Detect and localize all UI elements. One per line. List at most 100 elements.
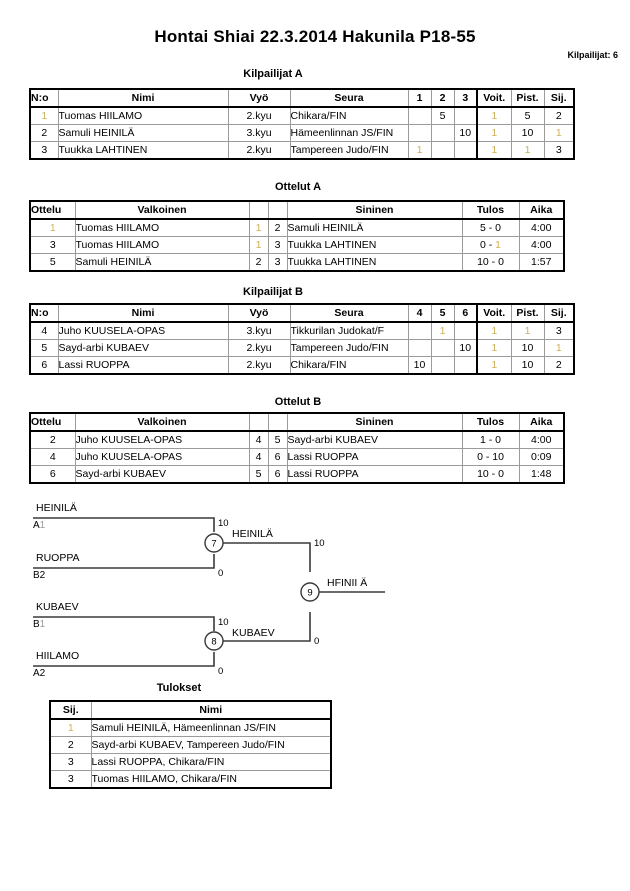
col-rank: Sij. [543,303,575,323]
bracket-bottom-lower-name: HIILAMO [36,650,79,662]
cell-no: 5 [29,339,59,357]
cell-blue-no: 6 [267,465,288,484]
pool-b-table: N:o Nimi Vyö Seura 4 5 6 Voit. Pist. Sij… [29,303,575,375]
cell-result: 1 - 0 [461,430,520,449]
cell-white: Tuomas HIILAMO [74,236,250,254]
cell-blue-no: 3 [267,236,288,254]
cell-blue: Tuukka LAHTINEN [286,236,463,254]
cell-club: Chikara/FIN [289,106,409,125]
col-blue-no [267,412,288,432]
col-opp-4: 4 [407,303,432,323]
cell-points: 5 [510,106,545,125]
cell-opp-2 [430,356,455,375]
col-opp-6: 6 [453,303,478,323]
cell-rank: 2 [49,736,92,754]
col-opp-3: 3 [453,88,478,108]
cell-opp-2 [430,124,455,142]
competitor-count: Kilpailijat: 6 [567,50,618,60]
cell-opp-2: 5 [430,106,455,125]
cell-rank: 3 [543,321,575,340]
cell-opp-2 [430,141,455,160]
col-wins: Voit. [476,88,512,108]
cell-club: Tikkurilan Judokat/F [289,321,409,340]
cell-result: 5 - 0 [461,218,520,237]
table-header-row: N:o Nimi Vyö Seura 1 2 3 Voit. Pist. Sij… [29,88,575,108]
cell-match: 3 [29,236,76,254]
col-white: Valkoinen [74,200,250,220]
cell-rank: 3 [49,753,92,771]
col-no: N:o [29,303,59,323]
bracket-bottom-winner-name: KUBAEV [232,627,275,639]
bracket-top-upper-seed: A1 [33,520,46,531]
section-caption-pool-b: Kilpailijat B [243,286,303,298]
cell-match: 1 [29,218,76,237]
cell-result: 0 - 10 [461,448,520,466]
cell-opp-1: 1 [407,141,432,160]
cell-opp-2 [430,339,455,357]
bracket-bottom-lower-score: 0 [218,666,223,677]
cell-result: 0 - 1 [461,236,520,254]
cell-rank: 2 [543,356,575,375]
cell-blue-no: 5 [267,430,288,449]
table-header-row: N:o Nimi Vyö Seura 4 5 6 Voit. Pist. Sij… [29,303,575,323]
cell-white-no: 1 [248,218,269,237]
cell-wins: 1 [476,106,512,125]
bracket-top-lower-seed: B2 [33,570,46,581]
cell-opp-3: 10 [453,124,478,142]
section-caption-pool-a: Kilpailijat A [243,68,303,80]
table-header-row: Sij. Nimi [49,700,332,720]
cell-time: 4:00 [518,430,565,449]
cell-result: 10 - 0 [461,465,520,484]
cell-white-no: 5 [248,465,269,484]
bracket-bottom-upper-score: 10 [218,617,229,628]
bracket-top-upper-score: 10 [218,518,229,529]
cell-white-no: 4 [248,448,269,466]
col-blue-no [267,200,288,220]
cell-no: 1 [29,106,59,125]
cell-match: 5 [29,253,76,272]
cell-blue: Lassi RUOPPA [286,465,463,484]
bracket-top-winner-name: HEINILÄ [232,528,273,540]
col-wins: Voit. [476,303,512,323]
cell-points: 10 [510,124,545,142]
col-no: N:o [29,88,59,108]
bracket-bottom-lower-seed: A2 [33,668,46,679]
col-rank: Sij. [543,88,575,108]
bracket-top-lower-score: 0 [218,568,223,579]
cell-blue-no: 2 [267,218,288,237]
col-points: Pist. [510,303,545,323]
cell-name: Lassi RUOPPA, Chikara/FIN [90,753,332,771]
cell-white: Juho KUUSELA-OPAS [74,448,250,466]
cell-points: 10 [510,356,545,375]
cell-belt: 3.kyu [227,321,291,340]
cell-match: 2 [29,430,76,449]
cell-opp-2: 1 [430,321,455,340]
col-club: Seura [289,88,409,108]
cell-belt: 2.kyu [227,356,291,375]
cell-opp-1: 10 [407,356,432,375]
cell-opp-3 [453,141,478,160]
col-blue: Sininen [286,200,463,220]
cell-rank: 3 [543,141,575,160]
cell-rank: 2 [543,106,575,125]
cell-rank: 1 [543,339,575,357]
col-name: Nimi [57,303,229,323]
